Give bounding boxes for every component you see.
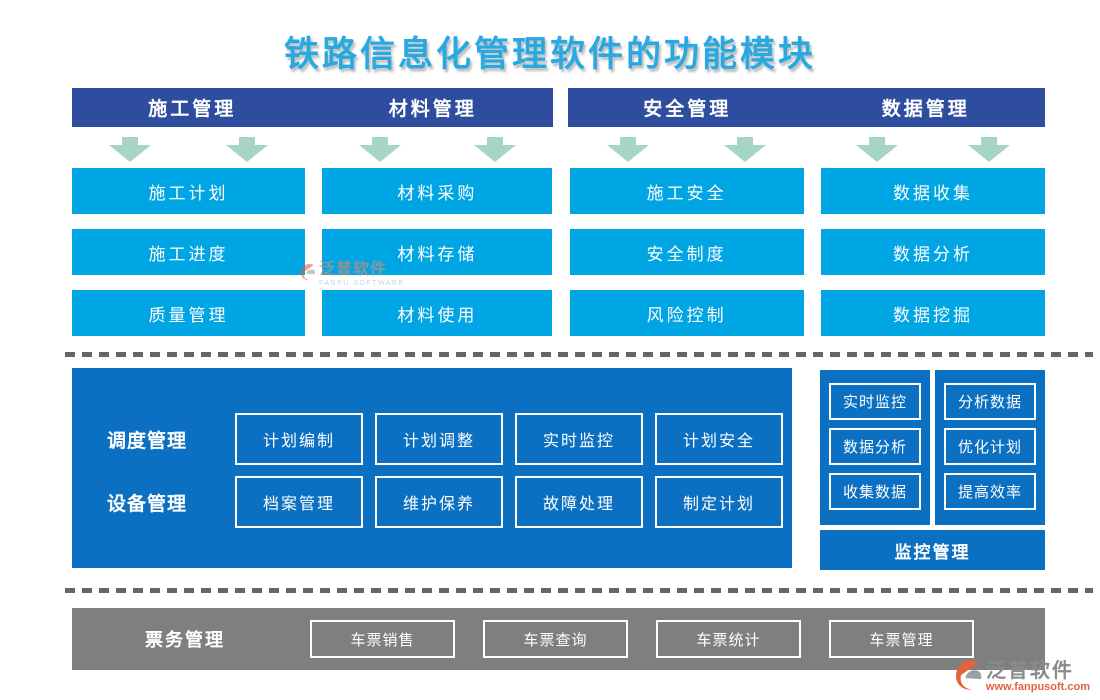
mid-module-box: 档案管理 xyxy=(235,476,363,528)
header-bar-left: 施工管理 材料管理 xyxy=(72,88,553,127)
mid-module-box: 计划编制 xyxy=(235,413,363,465)
panel-row: 调度管理 计划编制 计划调整 实时监控 计划安全 xyxy=(72,413,792,465)
dashed-divider xyxy=(65,352,1093,357)
side-module-box: 实时监控 xyxy=(829,383,921,420)
watermark-text: 泛普软件 FANPU SOFTWARE xyxy=(319,261,405,288)
down-arrow-icon xyxy=(473,137,516,167)
panel-row-label: 调度管理 xyxy=(107,430,188,452)
top-module-box: 材料存储 xyxy=(322,229,553,275)
brand-website: www.fanpusoft.com xyxy=(985,681,1090,694)
page-title: 铁路信息化管理软件的功能模块 xyxy=(283,35,816,74)
ticket-module-box: 车票销售 xyxy=(310,620,455,658)
module-row: 施工进度 材料存储 安全制度 数据分析 xyxy=(72,229,1045,275)
top-module-box: 施工计划 xyxy=(72,168,305,214)
side-module-box: 分析数据 xyxy=(944,383,1036,420)
side-panels: 实时监控 数据分析 收集数据 分析数据 优化计划 提高效率 xyxy=(820,370,1045,525)
top-header-label: 安全管理 xyxy=(643,99,732,120)
mid-module-box: 制定计划 xyxy=(655,476,783,528)
middle-section: 调度管理 计划编制 计划调整 实时监控 计划安全 设备管理 档案管理 维护保养 … xyxy=(72,368,1045,570)
down-arrow-icon xyxy=(225,137,268,167)
arrow-row xyxy=(72,137,1045,162)
side-module-box: 收集数据 xyxy=(829,473,921,510)
top-header-label: 数据管理 xyxy=(881,99,970,120)
mid-module-box: 计划安全 xyxy=(655,413,783,465)
mid-module-box: 计划调整 xyxy=(375,413,503,465)
header-bar-right: 安全管理 数据管理 xyxy=(568,88,1045,127)
watermark-name: 泛普软件 xyxy=(319,261,388,278)
top-section: 施工管理 材料管理 安全管理 数据管理 xyxy=(72,88,1045,336)
ticket-management-bar: 票务管理 车票销售 车票查询 车票统计 车票管理 xyxy=(72,608,1045,670)
fanpu-swoosh-icon xyxy=(955,659,983,696)
panel-row-label: 设备管理 xyxy=(107,493,188,515)
ticket-bar-label: 票务管理 xyxy=(145,630,225,650)
ticket-boxes: 车票销售 车票查询 车票统计 车票管理 xyxy=(310,620,974,658)
arrow-cell xyxy=(570,137,804,162)
panel-row-boxes: 计划编制 计划调整 实时监控 计划安全 xyxy=(235,413,783,465)
center-watermark: 泛普软件 FANPU SOFTWARE xyxy=(301,262,405,287)
ticket-module-box: 车票管理 xyxy=(829,620,974,658)
top-module-box: 施工安全 xyxy=(569,168,804,214)
top-module-box: 材料使用 xyxy=(322,290,553,336)
down-arrow-icon xyxy=(109,137,152,167)
mid-module-box: 维护保养 xyxy=(375,476,503,528)
arrow-cell xyxy=(72,137,305,162)
ticket-module-box: 车票查询 xyxy=(483,620,628,658)
brand-logo: 泛普软件 www.fanpusoft.com xyxy=(955,659,1090,696)
side-module-box: 优化计划 xyxy=(944,428,1036,465)
header-row: 施工管理 材料管理 安全管理 数据管理 xyxy=(72,88,1045,127)
top-header-label: 施工管理 xyxy=(148,99,237,120)
module-row: 施工计划 材料采购 施工安全 数据收集 xyxy=(72,168,1045,214)
down-arrow-icon xyxy=(724,137,767,167)
mid-module-box: 故障处理 xyxy=(515,476,643,528)
module-row: 质量管理 材料使用 风险控制 数据挖掘 xyxy=(72,290,1045,336)
top-module-box: 施工进度 xyxy=(72,229,305,275)
dashed-divider xyxy=(65,588,1093,593)
side-panel-left: 实时监控 数据分析 收集数据 xyxy=(820,370,930,525)
down-arrow-icon xyxy=(967,137,1010,167)
top-module-box: 数据挖掘 xyxy=(820,290,1045,336)
dispatch-equipment-panel: 调度管理 计划编制 计划调整 实时监控 计划安全 设备管理 档案管理 维护保养 … xyxy=(72,368,792,568)
top-header-label: 材料管理 xyxy=(388,99,477,120)
fanpu-swoosh-icon xyxy=(301,263,316,286)
top-module-box: 材料采购 xyxy=(322,168,553,214)
top-module-box: 数据分析 xyxy=(820,229,1045,275)
arrow-cell xyxy=(322,137,552,162)
watermark-subtitle: FANPU SOFTWARE xyxy=(319,280,405,287)
down-arrow-icon xyxy=(855,137,898,167)
ticket-module-box: 车票统计 xyxy=(656,620,801,658)
top-module-box: 数据收集 xyxy=(820,168,1045,214)
top-module-box: 风险控制 xyxy=(569,290,804,336)
mid-module-box: 实时监控 xyxy=(515,413,643,465)
panel-row-boxes: 档案管理 维护保养 故障处理 制定计划 xyxy=(235,476,783,528)
top-module-box: 安全制度 xyxy=(569,229,804,275)
brand-name: 泛普软件 xyxy=(985,660,1074,683)
side-panel-right: 分析数据 优化计划 提高效率 xyxy=(935,370,1045,525)
brand-logo-text: 泛普软件 www.fanpusoft.com xyxy=(986,661,1090,694)
down-arrow-icon xyxy=(358,137,401,167)
side-module-box: 提高效率 xyxy=(944,473,1036,510)
monitor-management-bar: 监控管理 xyxy=(820,530,1045,570)
arrow-cell xyxy=(821,137,1045,162)
top-module-box: 质量管理 xyxy=(72,290,305,336)
side-module-box: 数据分析 xyxy=(829,428,921,465)
panel-row: 设备管理 档案管理 维护保养 故障处理 制定计划 xyxy=(72,476,792,528)
down-arrow-icon xyxy=(607,137,650,167)
